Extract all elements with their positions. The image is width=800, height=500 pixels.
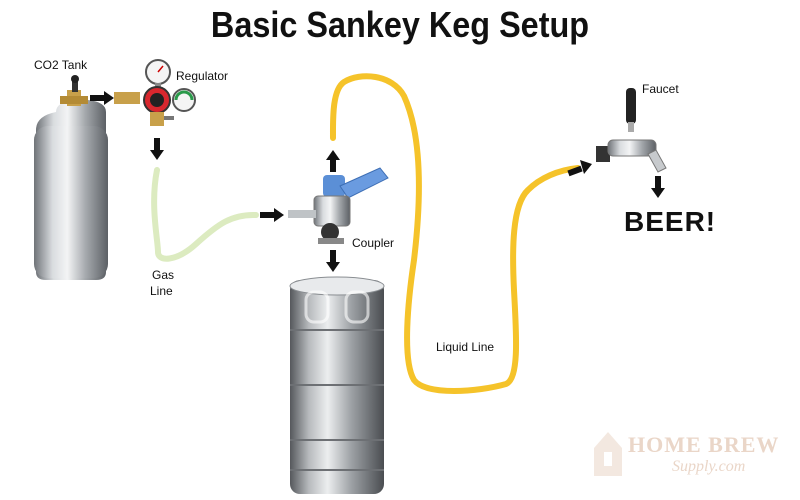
label-liquid-line: Liquid Line [436, 340, 495, 354]
home-brew-supply-logo [594, 432, 622, 476]
liquid-line [329, 73, 581, 394]
label-regulator: Regulator [176, 69, 229, 83]
keg [289, 276, 385, 494]
label-gas-line-1: Gas [152, 268, 175, 282]
arrow-line-to-faucet [567, 160, 592, 177]
arrow-coupler-to-keg [326, 250, 340, 272]
regulator [114, 59, 196, 126]
watermark-brand-sub: Supply.com [672, 458, 746, 475]
watermark-brand: HOME BREW [628, 432, 780, 457]
coupler [288, 167, 389, 244]
co2-tank [34, 75, 108, 280]
faucet [596, 88, 667, 173]
label-faucet: Faucet [642, 82, 679, 96]
label-co2-tank: CO2 Tank [34, 58, 88, 72]
arrow-faucet-down [651, 176, 665, 198]
label-beer: BEER! [624, 206, 717, 237]
arrow-regulator-down [150, 138, 164, 160]
arrow-coupler-up [326, 150, 340, 172]
label-coupler: Coupler [352, 236, 395, 250]
label-gas-line-2: Line [150, 284, 173, 298]
arrow-tank-to-regulator [90, 91, 114, 105]
diagram-title: Basic Sankey Keg Setup [210, 4, 590, 45]
gas-line [151, 167, 259, 262]
arrow-gas-to-coupler [260, 208, 284, 222]
